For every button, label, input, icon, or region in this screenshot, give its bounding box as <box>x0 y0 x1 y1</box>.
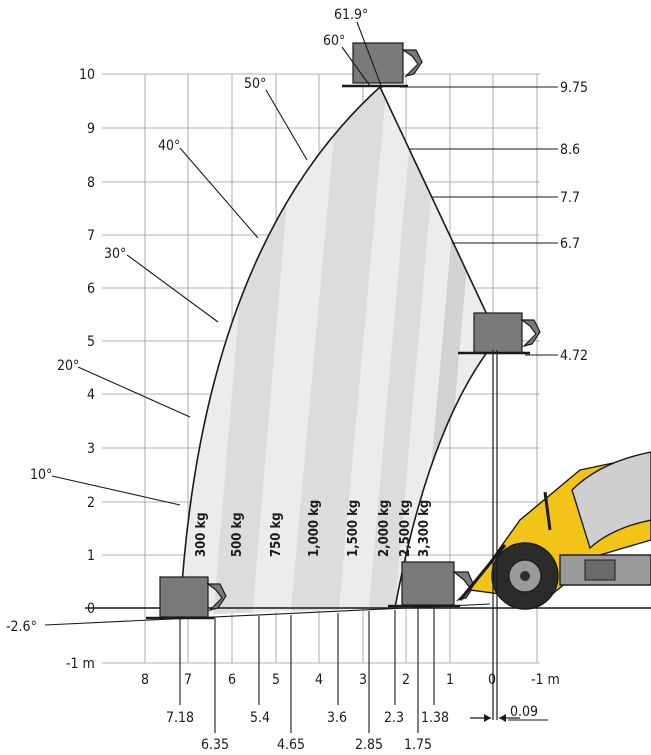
zone-label-300kg: 300 kg <box>194 512 209 557</box>
zone-band-2 <box>290 87 388 615</box>
angle-leader-50 <box>265 89 308 161</box>
zone-label-3300kg: 3,300 kg <box>417 500 432 557</box>
fork-ground-block <box>401 561 455 606</box>
reach-label-635: 6.35 <box>201 737 229 753</box>
fork-low-block <box>159 576 209 618</box>
height-label-86: 8.6 <box>560 142 580 158</box>
y-tick-3: 3 <box>87 441 95 457</box>
angle-label-60: 60° <box>323 33 345 49</box>
y-tick-4: 4 <box>87 387 95 403</box>
y-tick-0: 0 <box>87 601 95 617</box>
x-tick-1: 1 <box>446 672 454 688</box>
zone-label-500kg: 500 kg <box>230 512 245 557</box>
angle-leader-30 <box>126 254 219 323</box>
y-tick-2: 2 <box>87 495 95 511</box>
reach-label-54: 5.4 <box>250 710 270 726</box>
offset-markers: 0.09 <box>470 350 548 722</box>
ground-slope-line <box>44 603 491 626</box>
x-tick-5: 5 <box>272 672 280 688</box>
x-axis-ticks: 8 7 6 5 4 3 2 1 0 -1 m <box>141 672 560 688</box>
machine-panel <box>584 559 616 581</box>
x-tick-6: 6 <box>228 672 236 688</box>
y-tick-9: 9 <box>87 121 95 137</box>
reach-label-285: 2.85 <box>355 737 383 753</box>
height-label-975: 9.75 <box>560 80 588 96</box>
y-tick-7: 7 <box>87 228 95 244</box>
height-label-472: 4.72 <box>560 348 588 364</box>
x-tick-8: 8 <box>141 672 149 688</box>
angle-label-40: 40° <box>158 138 180 154</box>
angle-leader-10 <box>51 475 181 506</box>
y-axis-ticks: 10 9 8 7 6 5 4 3 2 1 0 -1 m <box>66 67 95 672</box>
reach-labels: 7.18 6.35 5.4 4.65 3.6 2.85 2.3 1.75 1.3… <box>166 608 449 753</box>
fork-mid <box>458 312 541 355</box>
reach-label-465: 4.65 <box>277 737 305 753</box>
height-label-67: 6.7 <box>560 236 580 252</box>
x-tick-7: 7 <box>184 672 192 688</box>
height-labels: 9.75 8.6 7.7 6.7 4.72 <box>400 80 588 364</box>
x-tick-4: 4 <box>315 672 323 688</box>
reach-label-23: 2.3 <box>384 710 404 726</box>
offset-label: 0.09 <box>510 704 538 720</box>
y-tick-10: 10 <box>79 67 95 83</box>
reach-label-36: 3.6 <box>327 710 347 726</box>
angle-label-30: 30° <box>104 246 126 262</box>
fork-ground <box>388 561 475 608</box>
angle-leader-60 <box>341 46 371 87</box>
angle-leader-619 <box>356 21 383 89</box>
angle-leader-40 <box>179 147 259 239</box>
x-tick-unit: -1 m <box>531 672 560 688</box>
x-tick-0: 0 <box>488 672 496 688</box>
angle-leader-20 <box>77 366 191 418</box>
angle-label-50: 50° <box>244 76 266 92</box>
machine-wheel-hub <box>520 571 530 581</box>
y-tick-8: 8 <box>87 175 95 191</box>
load-envelope <box>179 86 499 616</box>
zone-label-2500kg: 2,500 kg <box>398 500 413 557</box>
y-tick-5: 5 <box>87 334 95 350</box>
y-tick-1: 1 <box>87 548 95 564</box>
machine-arm-2 <box>543 491 552 531</box>
angle-labels: 61.9° 60° 50° 40° 30° 20° 10° -2.6° <box>6 7 383 635</box>
zone-label-750kg: 750 kg <box>269 512 284 557</box>
reach-label-718: 7.18 <box>166 710 194 726</box>
angle-label-619: 61.9° <box>334 7 368 23</box>
fork-mid-block <box>473 312 523 354</box>
offset-arrow-right-head <box>499 714 506 722</box>
offset-arrow-left-head <box>484 714 491 722</box>
machine-cab <box>571 451 651 550</box>
angle-label-20: 20° <box>57 358 79 374</box>
zone-label-1500kg: 1,500 kg <box>346 500 361 557</box>
zone-label-1000kg: 1,000 kg <box>307 500 322 557</box>
telehandler-machine <box>458 451 651 610</box>
y-tick-6: 6 <box>87 281 95 297</box>
fork-mid-hook <box>520 319 541 348</box>
x-tick-3: 3 <box>359 672 367 688</box>
angle-label-m26: -2.6° <box>6 619 37 635</box>
zone-label-2000kg: 2,000 kg <box>377 500 392 557</box>
fork-top-hook <box>401 49 423 78</box>
zone-band-3 <box>368 87 442 615</box>
reach-label-138: 1.38 <box>421 710 449 726</box>
height-label-77: 7.7 <box>560 190 580 206</box>
x-tick-2: 2 <box>402 672 410 688</box>
reach-label-175: 1.75 <box>404 737 432 753</box>
fork-top <box>342 42 423 88</box>
angle-label-10: 10° <box>30 467 52 483</box>
fork-low-hook <box>206 583 227 612</box>
load-zone-labels: 300 kg 500 kg 750 kg 1,000 kg 1,500 kg 2… <box>194 500 432 557</box>
y-tick-unit: -1 m <box>66 656 95 672</box>
